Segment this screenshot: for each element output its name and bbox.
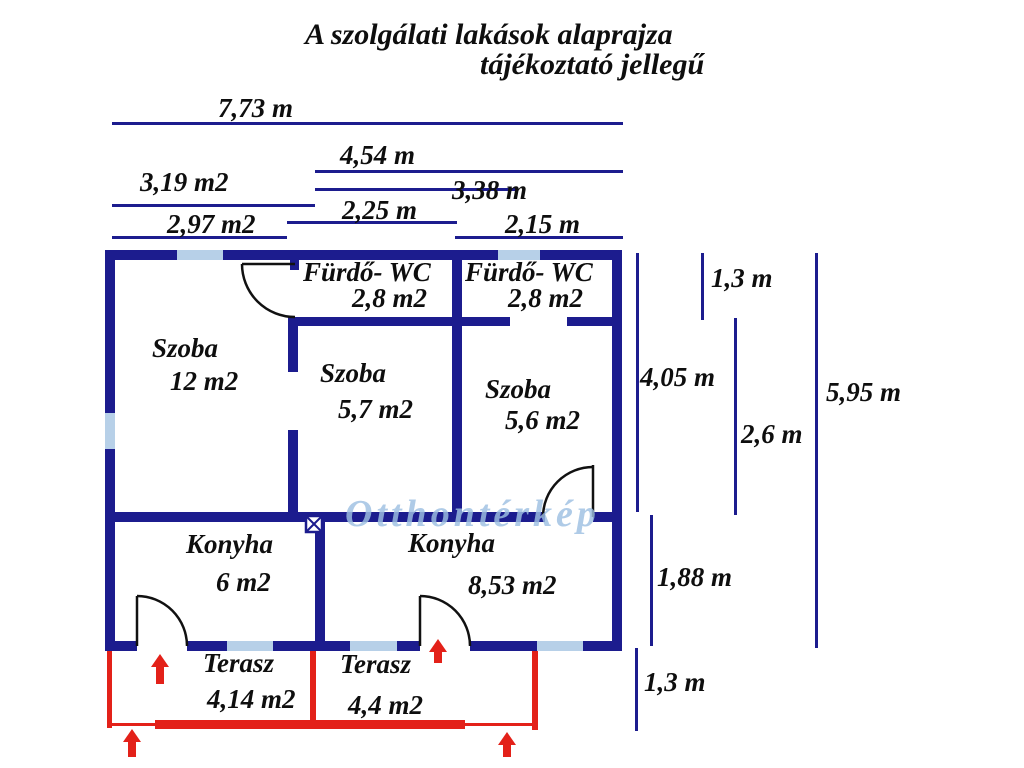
dim-label-13-bottom: 1,3 m	[644, 667, 706, 697]
window-bottom-middle	[350, 641, 397, 651]
wall-bathroom-bottom-a	[288, 317, 510, 326]
dim-label-773: 7,73 m	[218, 93, 294, 123]
dimension-line-454	[315, 170, 623, 173]
door-arc-konyha6	[136, 594, 189, 647]
dimension-line-13-top	[701, 253, 704, 320]
dimension-line-405	[636, 253, 639, 512]
terrace-divider	[310, 651, 316, 728]
room-area-furdo1: 2,8 m2	[352, 283, 428, 313]
window-top-right	[498, 250, 540, 260]
terrace-left-edge	[107, 651, 112, 728]
wall-bottom-seg5	[470, 641, 537, 651]
wall-bottom-seg2	[187, 641, 227, 651]
wall-bottom-seg3	[273, 641, 350, 651]
dimension-line-188	[650, 515, 653, 646]
terrace-bottom-step	[155, 720, 465, 729]
window-bottom-left	[227, 641, 273, 651]
dim-label-13-top: 1,3 m	[711, 263, 773, 293]
room-area-konyha6: 6 m2	[216, 567, 271, 597]
wall-left	[105, 250, 115, 651]
wall-top	[105, 250, 622, 260]
watermark: Otthontérkép	[345, 493, 600, 535]
wall-bottom-seg6	[583, 641, 622, 651]
terrace-right-edge	[532, 651, 538, 730]
chimney-symbol	[304, 514, 324, 534]
dimension-line-13-bottom	[635, 648, 638, 731]
dim-label-405: 4,05 m	[640, 362, 716, 392]
entrance-arrow-icon	[429, 639, 447, 663]
wall-kitchen-top-a	[105, 512, 545, 522]
dim-label-26: 2,6 m	[741, 419, 803, 449]
dimension-line-319	[112, 204, 315, 207]
room-area-terasz414: 4,14 m2	[207, 684, 296, 714]
window-bottom-right	[537, 641, 583, 651]
door-arc-szoba56	[541, 465, 594, 518]
window-left	[105, 413, 115, 449]
wall-kitchen-top-b	[593, 512, 622, 522]
door-arc-bathroom1	[240, 263, 296, 319]
wall-szoba12-divider-upper	[288, 317, 298, 372]
dimension-line-225	[287, 221, 457, 224]
dimension-line-773	[112, 122, 623, 125]
dim-label-595: 5,95 m	[826, 377, 902, 407]
dimension-line-297	[112, 236, 287, 239]
dim-label-188: 1,88 m	[657, 562, 733, 592]
entrance-arrow-icon	[123, 729, 141, 757]
entrance-arrow-icon	[151, 654, 169, 684]
room-name-konyha853: Konyha	[408, 528, 496, 558]
wall-szoba12-divider-lower	[288, 430, 298, 522]
door-arc-konyha853	[419, 594, 472, 647]
dim-label-319: 3,19 m2	[140, 167, 229, 197]
dim-label-297: 2,97 m2	[167, 209, 256, 239]
wall-central	[452, 250, 462, 522]
room-name-furdo1: Fürdő- WC	[303, 257, 431, 287]
dimension-line-338	[315, 188, 517, 191]
room-name-konyha6: Konyha	[186, 529, 274, 559]
dimension-line-595	[815, 253, 818, 648]
entrance-arrow-icon	[498, 732, 516, 757]
room-area-szoba56: 5,6 m2	[505, 405, 581, 435]
wall-kitchen-divider	[315, 522, 325, 651]
page-title: A szolgálati lakások alaprajza	[305, 18, 673, 51]
room-name-szoba56: Szoba	[485, 374, 552, 404]
dim-label-215: 2,15 m	[505, 209, 581, 239]
room-name-terasz414: Terasz	[203, 648, 275, 678]
page-subtitle: tájékoztató jellegű	[480, 48, 705, 81]
room-area-furdo2: 2,8 m2	[508, 283, 584, 313]
wall-right	[612, 250, 622, 651]
room-name-terasz44: Terasz	[340, 649, 412, 679]
room-name-szoba57: Szoba	[320, 358, 387, 388]
room-name-furdo2: Fürdő- WC	[465, 257, 593, 287]
window-top-left	[177, 250, 223, 260]
wall-bottom-seg1	[105, 641, 137, 651]
dim-label-225: 2,25 m	[342, 195, 418, 225]
room-area-terasz44: 4,4 m2	[348, 690, 424, 720]
dimension-line-215	[455, 236, 623, 239]
dimension-line-26	[734, 318, 737, 515]
room-area-szoba57: 5,7 m2	[338, 394, 414, 424]
dim-label-454: 4,54 m	[340, 140, 416, 170]
room-area-szoba12: 12 m2	[170, 366, 239, 396]
room-area-konyha853: 8,53 m2	[468, 570, 557, 600]
room-name-szoba12: Szoba	[152, 333, 219, 363]
wall-bottom-seg4	[397, 641, 420, 651]
wall-bathroom-bottom-b	[567, 317, 612, 326]
dim-label-338: 3,38 m	[452, 175, 528, 205]
